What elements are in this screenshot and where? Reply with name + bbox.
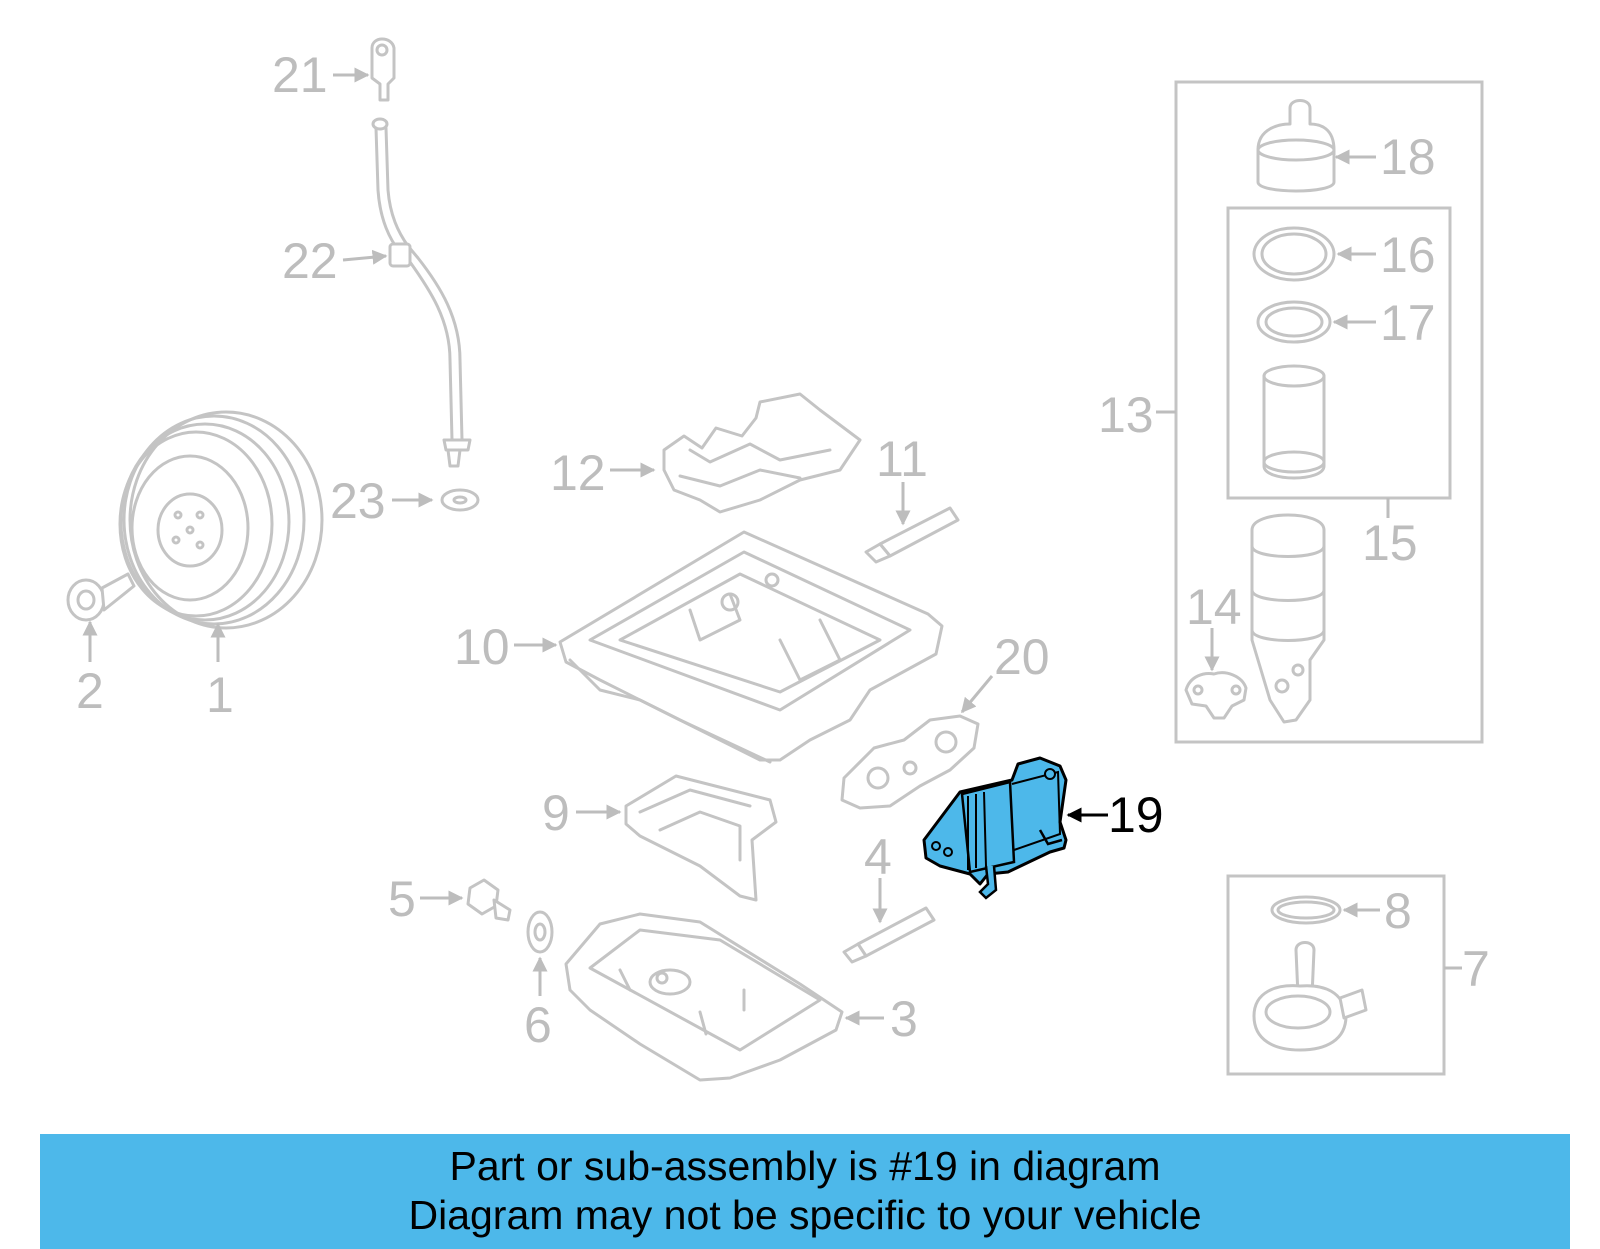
callout-6: 6: [524, 997, 552, 1053]
callout-17: 17: [1380, 295, 1436, 351]
o-ring-16-part: [1252, 226, 1336, 282]
oil-level-sensor-part: [1252, 941, 1368, 1052]
dipstick-part: [370, 37, 480, 512]
callout-2: 2: [76, 663, 104, 719]
callout-15: 15: [1362, 515, 1418, 571]
assembly-7-box: [1226, 874, 1446, 1076]
callout-16: 16: [1380, 227, 1436, 283]
callout-11: 11: [876, 431, 928, 487]
upper-oil-pan-part: [558, 530, 944, 764]
filter-cap-part: [1256, 99, 1336, 193]
washer-part: [526, 910, 554, 954]
callout-12: 12: [550, 445, 606, 501]
filter-element-part: [1262, 364, 1326, 480]
callout-5: 5: [388, 871, 416, 927]
info-banner: Part or sub-assembly is #19 in diagram D…: [40, 1134, 1570, 1249]
callout-4: 4: [864, 829, 892, 885]
assembly-15-box: [1226, 206, 1452, 500]
callout-22: 22: [282, 233, 338, 289]
callout-9: 9: [542, 785, 570, 841]
sealant-tube-4-part: [842, 906, 936, 964]
callout-13: 13: [1098, 387, 1154, 443]
callout-8: 8: [1384, 883, 1412, 939]
gasket-part: [840, 714, 980, 810]
callout-21: 21: [272, 47, 328, 103]
o-ring-8-part: [1270, 895, 1342, 925]
callout-23: 23: [330, 473, 386, 529]
callout-1: 1: [206, 667, 234, 723]
callout-14: 14: [1186, 579, 1242, 635]
callout-19: 19: [1108, 787, 1164, 843]
o-ring-17-part: [1256, 300, 1332, 344]
banner-line-part: Part or sub-assembly is #19 in diagram: [449, 1143, 1161, 1189]
lower-oil-pan-part: [564, 912, 844, 1082]
callout-7: 7: [1462, 941, 1490, 997]
drain-plug-part: [466, 878, 512, 922]
pulley-part: [118, 410, 324, 630]
callout-18: 18: [1380, 129, 1436, 185]
baffle-plate-part: [624, 774, 778, 902]
baffle-part: [662, 392, 862, 514]
callout-20: 20: [994, 629, 1050, 685]
filter-housing-part: [1250, 513, 1326, 724]
sealant-tube-11-part: [864, 506, 960, 564]
oil-cooler-part-19: [922, 756, 1068, 900]
bolt-part: [66, 572, 136, 622]
callout-3: 3: [890, 991, 918, 1047]
gasket-14-part: [1184, 671, 1248, 720]
callout-10: 10: [454, 619, 510, 675]
banner-line-disclaimer: Diagram may not be specific to your vehi…: [408, 1192, 1202, 1238]
